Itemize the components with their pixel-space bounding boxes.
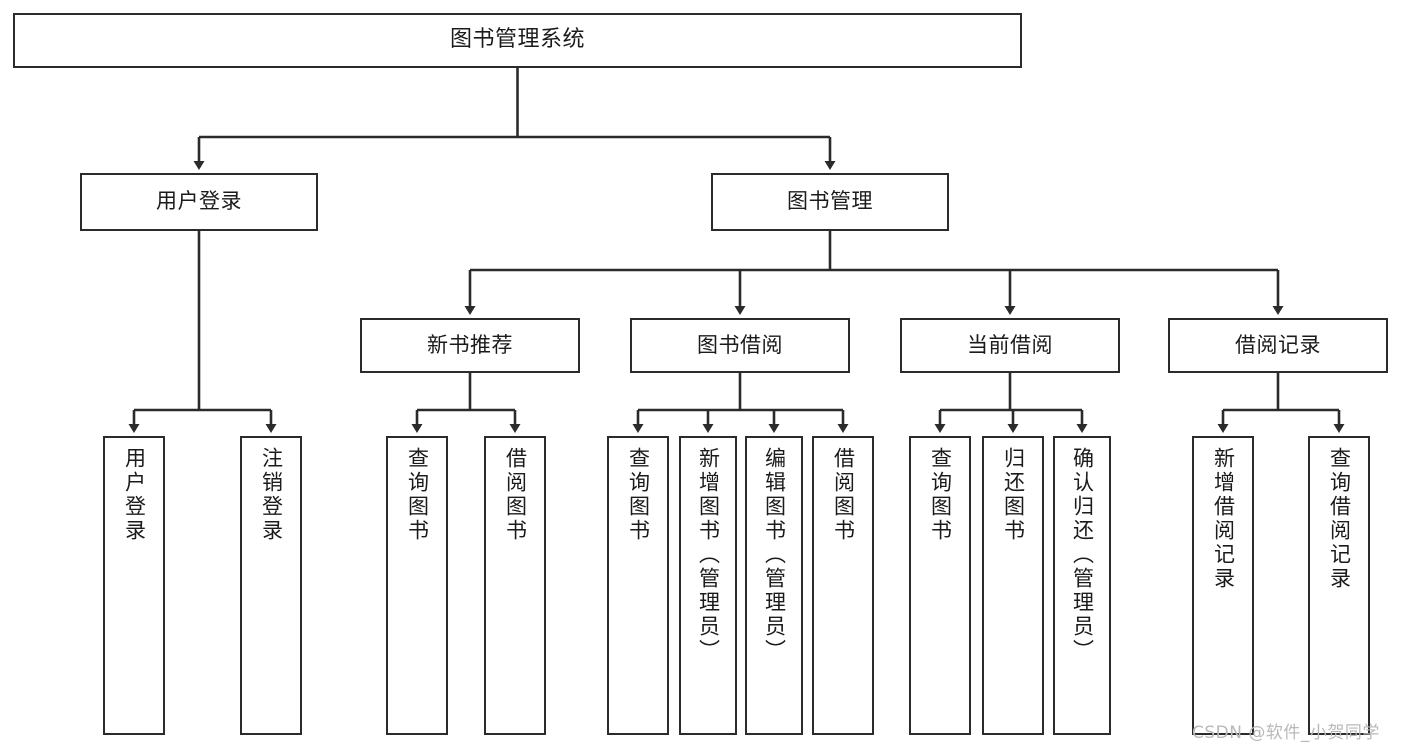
node-leaf-add-book[interactable]: 新增图书（管理员） — [679, 436, 737, 735]
node-leaf-edit-book[interactable]: 编辑图书（管理员） — [745, 436, 803, 735]
node-borrow-record[interactable]: 借阅记录 — [1168, 318, 1388, 373]
node-leaf-query-book-3[interactable]: 查询图书 — [909, 436, 971, 735]
node-user-login[interactable]: 用户登录 — [80, 173, 318, 231]
node-leaf-user-logout[interactable]: 注销登录 — [240, 436, 302, 735]
node-book-borrow[interactable]: 图书借阅 — [630, 318, 850, 373]
node-label: 注销登录 — [259, 447, 284, 543]
node-label: 查询借阅记录 — [1327, 447, 1352, 591]
node-leaf-confirm-return[interactable]: 确认归还（管理员） — [1053, 436, 1111, 735]
node-label: 用户登录 — [156, 189, 242, 214]
node-label: 查询图书 — [626, 447, 651, 543]
node-root[interactable]: 图书管理系统 — [13, 13, 1022, 68]
node-label: 图书管理 — [787, 189, 873, 214]
node-label: 新书推荐 — [427, 332, 513, 357]
node-new-book-recommend[interactable]: 新书推荐 — [360, 318, 580, 373]
csdn-watermark: CSDN @软件_小贺同学 — [1192, 723, 1380, 743]
node-current-borrow[interactable]: 当前借阅 — [900, 318, 1120, 373]
node-label: 新增借阅记录 — [1211, 447, 1236, 591]
node-leaf-query-book-2[interactable]: 查询图书 — [607, 436, 669, 735]
node-label: 当前借阅 — [967, 332, 1053, 357]
node-label: 图书管理系统 — [449, 27, 585, 53]
node-leaf-add-record[interactable]: 新增借阅记录 — [1192, 436, 1254, 735]
node-label: 新增图书（管理员） — [696, 447, 721, 663]
node-leaf-return-book[interactable]: 归还图书 — [982, 436, 1044, 735]
node-label: 用户登录 — [122, 447, 147, 543]
node-leaf-borrow-book-2[interactable]: 借阅图书 — [812, 436, 874, 735]
node-leaf-user-login[interactable]: 用户登录 — [103, 436, 165, 735]
node-label: 归还图书 — [1001, 447, 1026, 543]
node-leaf-query-book-1[interactable]: 查询图书 — [386, 436, 448, 735]
node-label: 借阅图书 — [831, 447, 856, 543]
node-leaf-query-record[interactable]: 查询借阅记录 — [1308, 436, 1370, 735]
node-label: 查询图书 — [405, 447, 430, 543]
node-label: 借阅图书 — [503, 447, 528, 543]
node-leaf-borrow-book-1[interactable]: 借阅图书 — [484, 436, 546, 735]
node-label: 编辑图书（管理员） — [762, 447, 787, 663]
node-book-manage[interactable]: 图书管理 — [711, 173, 949, 231]
node-label: 图书借阅 — [697, 332, 783, 357]
node-label: 确认归还（管理员） — [1070, 447, 1095, 663]
node-label: 借阅记录 — [1235, 332, 1321, 357]
node-label: 查询图书 — [928, 447, 953, 543]
